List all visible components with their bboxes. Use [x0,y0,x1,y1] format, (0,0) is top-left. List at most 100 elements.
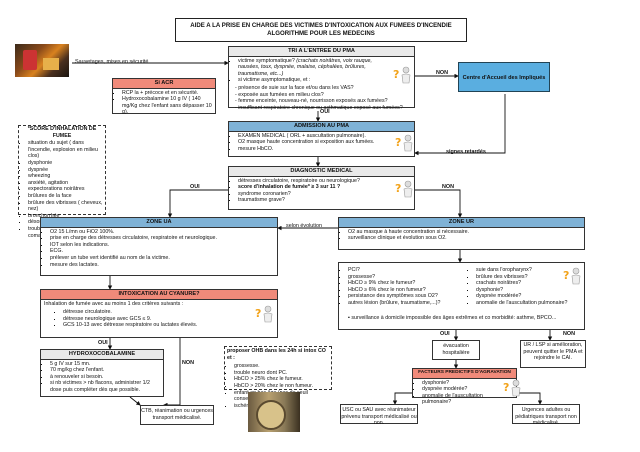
list-item: situation du sujet ( dans l'incendie, ex… [28,140,103,160]
list-item: prélever un tube vert identifié au nom d… [50,255,275,262]
accueil-box: Centre d'Accueil des Impliqués [458,62,550,92]
acr-header: Si ACR [113,79,215,89]
hyperbaric-chamber-photo [248,392,300,432]
svg-text:?: ? [395,136,401,149]
list-item: dysphonie [28,160,103,167]
question-figure-icon: ? [393,179,415,204]
score-header: *SCORE D'INHALATION DE FUMEE [27,126,97,139]
evac-box: évacuation hospitalière [432,340,480,360]
list-item: traumatisme grave? [238,197,384,204]
svg-text:?: ? [393,68,399,81]
list-item: bronchorrhée [28,213,103,220]
diagnostic-header: DIAGNOSTIC MEDICAL [229,167,414,177]
list-item: EXAMEN MEDICAL ( ORL + auscultation pulm… [238,133,384,140]
list-item: HbCO ≥ 9% chez le fumeur? [348,280,473,287]
list-item: HbCO ≥ 6% chez le non fumeur? [348,287,473,294]
svg-text:?: ? [255,307,261,320]
list-item: RCP la + précoce et en sécurité. [122,90,213,97]
signes-retardes-label: signes retardés [446,149,486,155]
list-item: exposée aux fumées en milieu clos? [238,92,412,99]
list-item: grossesse? [348,274,473,281]
question-figure-icon: ? [561,266,583,291]
list-item: à renouveler si besoin. [50,374,161,381]
list-item: insuffisant respiratoire chronique ou as… [238,105,412,112]
list-item: mesure des lactates. [50,262,275,269]
ctb-box: CTB, réanimation ou urgences transport m… [140,405,214,425]
list-item: détresse circulatoire. [63,309,237,316]
svg-text:?: ? [563,269,569,282]
list-item: 5 g IV sur 15 mn. [50,361,161,368]
list-item: détresse neurologique avec GCS ≤ 9. [63,316,237,323]
cyanure-intro: Inhalation de fumée avec au moins 1 des … [44,300,184,307]
list-item: PCI? [348,267,473,274]
hydroxo-box: HYDROXOCOBALAMINE 5 g IV sur 15 mn.70 mg… [40,349,164,397]
score-list: situation du sujet ( dans l'incendie, ex… [19,140,105,239]
svg-text:?: ? [503,381,509,394]
list-item: crachats noirâtres? [476,280,594,287]
list-item: détresses circulatoire, respiratoire ou … [238,178,384,185]
cyanure-header: INTOXICATION AU CYANURE? [41,290,277,300]
tri-box: TRI A L'ENTREE DU PMA victime symptomati… [228,46,415,111]
facteurs-header: FACTEURS PREDICTIFS D'AGRAVATION [413,369,516,379]
admission-box: ADMISSION AU PMA EXAMEN MEDICAL ( ORL + … [228,121,415,157]
zone-ur-box: ZONE UR O2 au masque à haute concentrati… [338,217,585,250]
list-item: autres lésion (brûlure, traumatisme,...)… [348,300,473,307]
list-item: trouble neuro dont PC. [234,370,329,377]
acr-box: Si ACR RCP la + précoce et en sécurité. … [112,78,216,116]
list-item: GCS 10-13 avec détresse respiratoire ou … [63,322,237,329]
list-item: score d'inhalation de fumée* ≥ 3 sur 11 … [238,184,384,191]
oui-label-evac: OUI [440,331,450,337]
page-title: AIDE A LA PRISE EN CHARGE DES VICTIMES D… [175,18,467,42]
list-item: prise en charge des détresses circulatoi… [50,235,275,242]
ohb-title: proposer OHB dans les 24h si intox CO et… [227,348,326,361]
tri-header: TRI A L'ENTREE DU PMA [229,47,414,57]
list-item: femme enceinte, nouveau-né, nourrisson e… [238,98,412,105]
list-item: présence de suie sur la face et/ou dans … [238,85,412,92]
list-item: IOT selon les indications. [50,242,275,249]
admission-header: ADMISSION AU PMA [229,122,414,132]
diagnostic-box: DIAGNOSTIC MEDICAL détresses circulatoir… [228,166,415,210]
list-item: surveillance clinique et évolution sous … [348,235,582,242]
ur-footer: ▪ surveillance à domicile impossible des… [348,315,557,321]
list-item: dyspnée modérée? [476,293,594,300]
svg-text:?: ? [395,182,401,195]
list-item: O2 masque haute concentration si exposit… [238,139,384,146]
list-item: wheezing [28,173,103,180]
ur-questions-box: PCI?grossesse?HbCO ≥ 9% chez le fumeur?H… [338,262,585,330]
list-item: si nb victimes > nb flacons, administrer… [50,380,161,393]
oui-label-tri: OUI [320,109,330,115]
list-item: ECG. [50,248,275,255]
list-item: persistance des symptômes sous O2? [348,293,473,300]
oui-label-cyanure: OUI [98,340,108,346]
list-item: syndrome coronarien? [238,191,384,198]
list-item: HbCO > 25% chez le fumeur. [234,376,329,383]
score-box: *SCORE D'INHALATION DE FUMEE situation d… [18,125,106,239]
zone-ur-header: ZONE UR [339,218,584,228]
list-item: dyspnée modérée? [422,386,500,393]
urgences-box: Urgences adultes ou pédiatriques transpo… [512,404,580,426]
list-item: dyspnée [28,167,103,174]
list-item: expectorations noirâtres [28,186,103,193]
question-figure-icon: ? [253,304,275,329]
list-item: O2 15 L/mn ou FiO2 100%. [50,229,275,236]
hydroxo-header: HYDROXOCOBALAMINE [41,350,163,360]
list-item: mesure HbCO. [238,146,384,153]
zone-ua-box: ZONE UA O2 15 L/mn ou FiO2 100%.prise en… [40,217,278,276]
list-item: Hydroxocobalamine 10 g IV ( 140 mg/Kg ch… [122,96,213,116]
facteurs-box: FACTEURS PREDICTIFS D'AGRAVATION dysphon… [412,368,521,405]
question-figure-icon: ? [501,378,523,403]
tri-sublist: présence de suie sur la face et/ou dans … [229,85,414,111]
photo-caption: Sauvetages, mises en sécurité [75,59,149,65]
list-item: brûlure des vibrisses ( cheveux, nez) [28,200,103,213]
list-item: 70 mg/kg chez l'enfant. [50,367,161,374]
list-item: dysphonie? [422,380,500,387]
non-label-lsp: NON [563,331,575,337]
ur-lsp-box: UR / LSP si amélioration, peuvent quitte… [520,340,586,368]
ohb-box: proposer OHB dans les 24h si intox CO et… [224,346,332,409]
usc-box: USC ou SAU avec réanimateur prévenu tran… [340,404,418,426]
zone-ua-header: ZONE UA [41,218,277,228]
list-item: anomalie de l'auscultation pulmonaire? [422,393,500,406]
list-item: dysphonie? [476,287,594,294]
non-label-tri: NON [436,70,448,76]
